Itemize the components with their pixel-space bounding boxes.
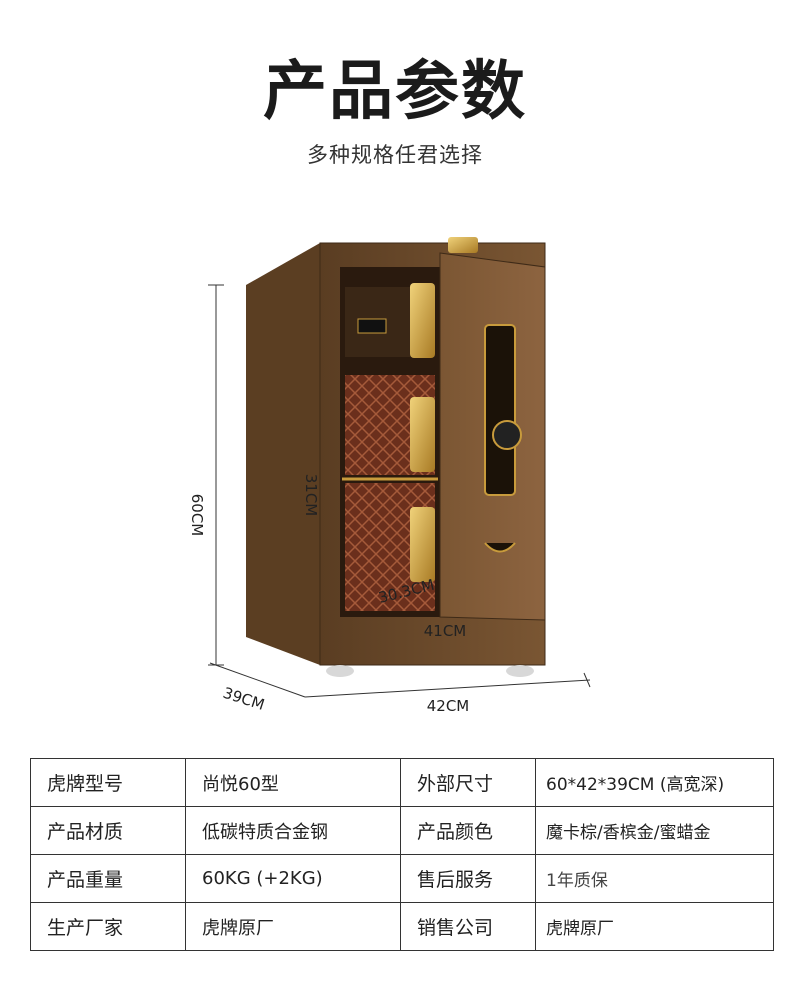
spec-value: 虎牌原厂 [185,902,401,951]
spec-value: 1年质保 [535,854,774,903]
safe-figure: 60CM 31CM 30.3CM 41CM 39CM 42CM [180,225,620,725]
page-title: 产品参数 [263,55,527,129]
inner-width-label: 41CM [424,622,467,640]
spec-label: 产品材质 [30,806,186,855]
spec-value: 虎牌原厂 [535,902,774,951]
spec-value: 60*42*39CM (高宽深) [535,758,774,807]
safe-illustration: 60CM 31CM 30.3CM 41CM 39CM 42CM [188,237,591,715]
specs-table: 虎牌型号 尚悦60型 外部尺寸 60*42*39CM (高宽深) 产品材质 低碳… [30,758,774,951]
spec-value: 魔卡棕/香槟金/蜜蜡金 [535,806,774,855]
spec-value: 60KG (+2KG) [185,854,401,903]
table-row: 虎牌型号 尚悦60型 外部尺寸 60*42*39CM (高宽深) [30,758,774,807]
table-row: 产品重量 60KG (+2KG) 售后服务 1年质保 [30,854,774,903]
table-row: 产品材质 低碳特质合金钢 产品颜色 魔卡棕/香槟金/蜜蜡金 [30,806,774,855]
spec-label: 销售公司 [400,902,536,951]
spec-value: 尚悦60型 [185,758,401,807]
table-row: 生产厂家 虎牌原厂 销售公司 虎牌原厂 [30,902,774,951]
width-label: 42CM [427,697,470,715]
spec-value: 低碳特质合金钢 [185,806,401,855]
spec-label: 虎牌型号 [30,758,186,807]
spec-label: 生产厂家 [30,902,186,951]
page-subtitle: 多种规格任君选择 [307,143,483,167]
depth-label: 39CM [221,684,267,714]
spec-label: 产品颜色 [400,806,536,855]
spec-label: 外部尺寸 [400,758,536,807]
spec-label: 售后服务 [400,854,536,903]
height-label: 60CM [188,494,206,537]
spec-label: 产品重量 [30,854,186,903]
inner-height-label: 31CM [302,474,320,517]
